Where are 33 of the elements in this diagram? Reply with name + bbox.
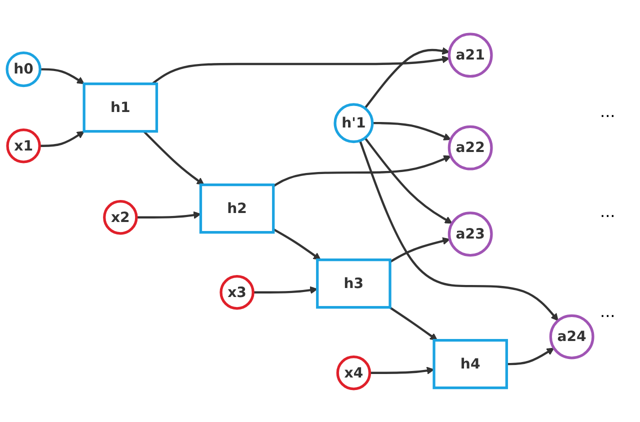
arrow <box>358 140 558 321</box>
arrow <box>40 68 85 84</box>
arrow <box>364 136 452 224</box>
node-circle: h0 <box>6 50 42 87</box>
node-circle: a23 <box>448 211 493 256</box>
node-box: h2 <box>199 183 275 234</box>
arrow <box>40 130 85 146</box>
node-circle: a24 <box>549 314 594 359</box>
arrow <box>372 122 452 140</box>
node-box: h1 <box>82 82 158 132</box>
node-circle: a21 <box>448 32 493 78</box>
arrow <box>272 228 321 260</box>
arrow <box>506 347 554 365</box>
arrow <box>143 130 204 185</box>
node-circle: x4 <box>336 355 372 390</box>
node-circle: x3 <box>220 274 254 310</box>
arrow <box>136 210 202 218</box>
ellipsis-note: ... <box>600 102 616 120</box>
node-circle: x2 <box>103 200 138 234</box>
arrow <box>272 154 452 187</box>
arrow <box>364 46 450 108</box>
node-circle: a22 <box>448 124 493 170</box>
ellipsis-note: ... <box>600 202 616 220</box>
arrow <box>253 286 318 294</box>
node-box: h4 <box>432 338 508 389</box>
arrow <box>389 306 438 340</box>
node-box: h3 <box>316 258 392 308</box>
arrow <box>370 366 434 374</box>
arrow <box>152 55 450 84</box>
arrow <box>389 236 450 262</box>
node-circle: x1 <box>6 128 41 163</box>
node-circle: h'1 <box>334 102 374 143</box>
ellipsis-note: ... <box>600 302 616 320</box>
